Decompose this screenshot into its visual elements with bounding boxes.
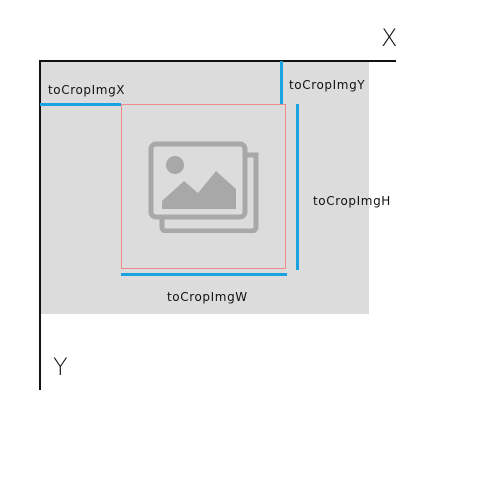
y-axis-line	[39, 60, 41, 390]
image-icon	[148, 141, 259, 233]
crop-x-label: toCropImgX	[48, 83, 126, 97]
x-axis-label: X	[381, 24, 398, 52]
crop-width-label: toCropImgW	[167, 290, 248, 304]
x-axis-line	[39, 60, 396, 62]
crop-x-dimension-line	[40, 103, 121, 106]
crop-width-dimension-line	[121, 273, 287, 276]
y-axis-label: Y	[53, 353, 68, 381]
crop-height-dimension-line	[296, 104, 299, 270]
crop-height-label: toCropImgH	[313, 194, 391, 208]
crop-rectangle	[121, 104, 286, 269]
crop-y-label: toCropImgY	[289, 78, 366, 92]
crop-y-dimension-line	[280, 61, 283, 104]
